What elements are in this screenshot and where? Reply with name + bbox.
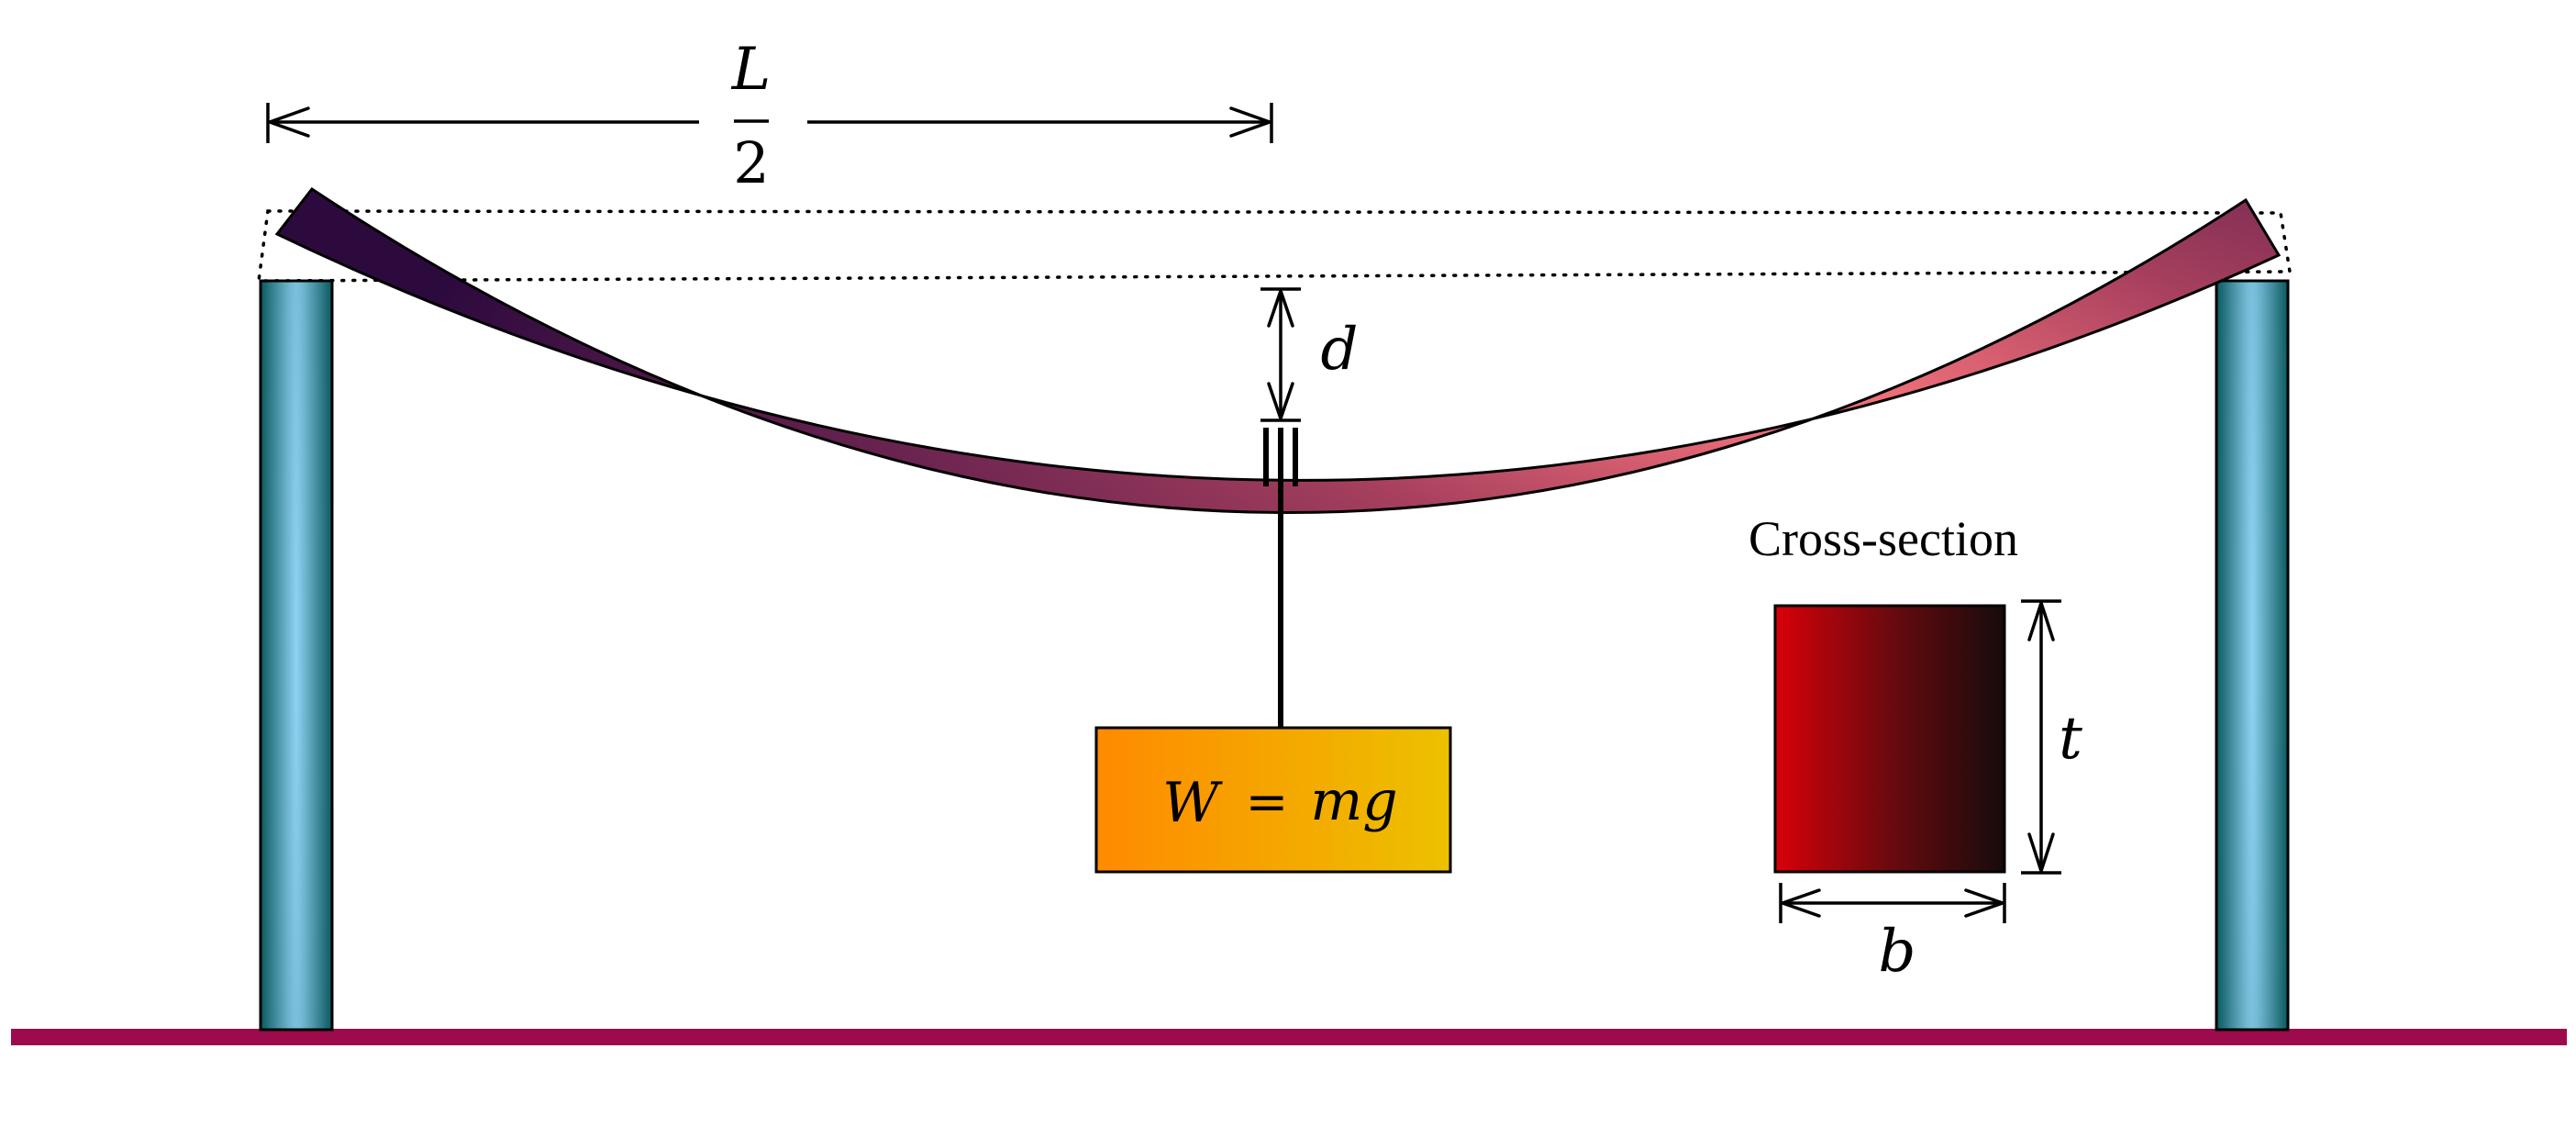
weight-label-eq: = xyxy=(1246,773,1289,832)
weight-label-right: mg xyxy=(1310,769,1397,833)
deflection-label: d xyxy=(1321,316,1359,384)
thickness-label: t xyxy=(2059,705,2082,773)
weight-box xyxy=(1094,726,1452,874)
right-support xyxy=(2215,279,2290,1032)
width-label: b xyxy=(1879,918,1916,986)
span-label-numerator: L xyxy=(731,36,772,104)
cross-section-rect xyxy=(1773,604,2006,874)
ground-line xyxy=(11,1029,2567,1045)
width-dimension xyxy=(1779,883,2006,923)
undeformed-beam-outline xyxy=(257,209,2293,283)
span-dimension xyxy=(266,103,1273,143)
span-label-denominator: 2 xyxy=(733,129,769,196)
deflection-dimension xyxy=(1260,287,1301,422)
cross-section-title: Cross-section xyxy=(1749,511,2018,566)
thickness-dimension xyxy=(2021,599,2061,875)
hanger-clamp xyxy=(1263,428,1298,488)
deflected-beam xyxy=(274,186,2282,514)
left-support xyxy=(259,279,334,1032)
weight-label-left: W xyxy=(1162,771,1223,835)
